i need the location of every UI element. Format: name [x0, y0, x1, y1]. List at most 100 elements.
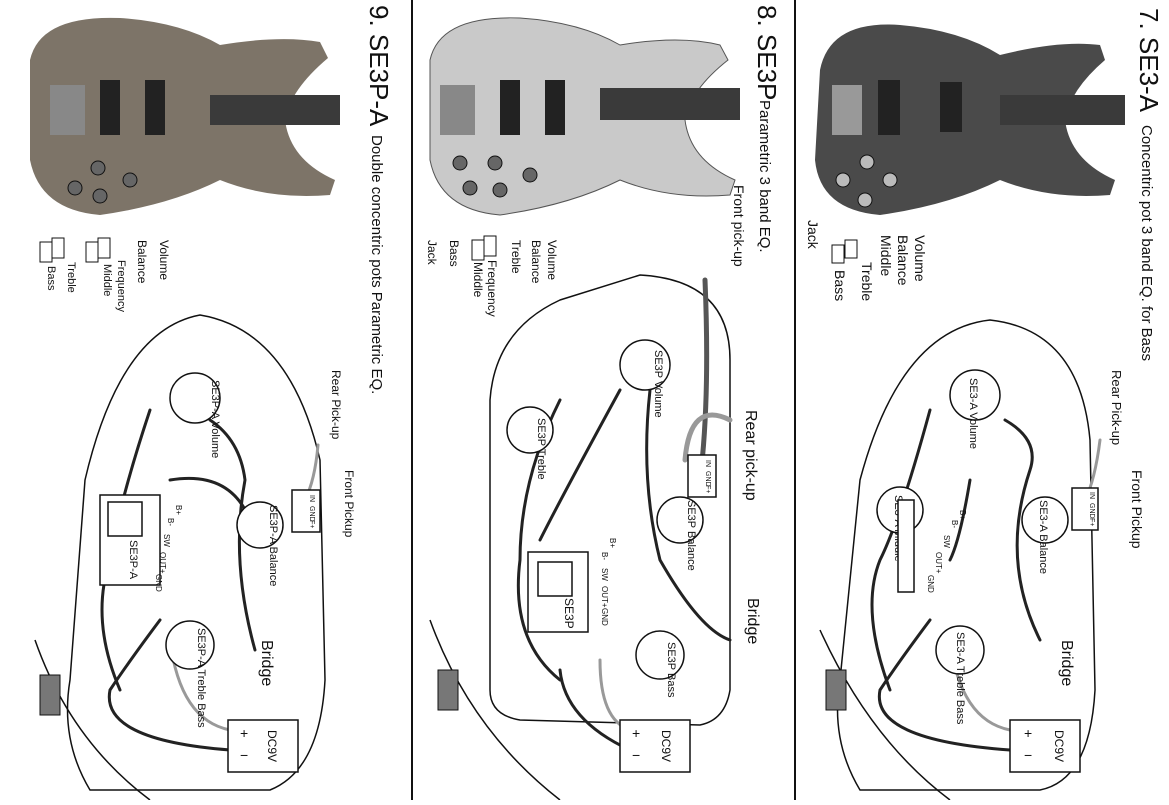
eq-board-label: SE3P	[562, 598, 576, 629]
pickup-pin-label: F+	[704, 485, 711, 493]
knob-legend-icon	[483, 235, 497, 257]
panel-title: 9. SE3P-A	[364, 5, 394, 127]
body-edge	[34, 639, 151, 801]
pot-treble	[506, 406, 554, 454]
knob-legend-icon	[471, 239, 485, 261]
pot-label-balance: SE3P Balance	[685, 500, 697, 571]
knob-icon	[122, 172, 138, 188]
front-pickup-label: Front pick-up	[731, 185, 747, 267]
battery-label: DC9V	[1052, 730, 1066, 762]
battery-label: DC9V	[265, 730, 279, 762]
panel-title: 8. SE3P	[752, 5, 782, 100]
knob-legend-icon	[39, 241, 53, 263]
knob-legend-icon	[97, 237, 111, 259]
pot-volume	[169, 372, 221, 424]
pickup-pin-label: IN	[1088, 492, 1095, 499]
bridge-label: Bridge	[1058, 640, 1075, 686]
control-label-volume: Volume	[157, 240, 171, 280]
body-edge	[819, 629, 951, 801]
pickup-front	[545, 80, 565, 135]
knob-legend-bottom: Middle	[101, 264, 113, 296]
knob-icon	[835, 172, 851, 188]
battery-9v	[1009, 719, 1081, 773]
pot-label-balance: SE3-A Balance	[1037, 500, 1049, 574]
bridge-label: Bridge	[744, 598, 761, 644]
knob-icon	[92, 188, 108, 204]
front-pickup-label: Front Pickup	[342, 470, 356, 538]
battery-plus-icon: +	[240, 725, 248, 741]
knob-icon	[90, 160, 106, 176]
knob-legend-bottom: Bass	[45, 266, 57, 291]
knob-legend-icon	[85, 241, 99, 263]
knob-icon	[857, 192, 873, 208]
pickup-terminal	[291, 489, 321, 533]
control-label-treble: Treble	[509, 240, 523, 274]
board-pin-label: OUT+	[934, 552, 943, 574]
board-pin-label: OUT+	[600, 586, 609, 608]
panel-subtitle: Double concentric pots Parametric EQ.	[368, 135, 385, 394]
knob-legend-icon	[51, 237, 65, 259]
pickup-pin-label: IN	[308, 495, 315, 502]
pickup-terminal	[1071, 487, 1099, 531]
wire	[870, 408, 932, 692]
pickup-rear	[500, 80, 520, 135]
board-pin-label: GND	[600, 608, 609, 626]
pot-label-treble-bass: SE3-A Treble Bass	[954, 632, 966, 725]
pot-label-bass: SE3P Bass	[665, 642, 677, 698]
pot-volume	[949, 369, 1001, 421]
board-pin-label: B-	[166, 518, 175, 526]
bass-neck	[1000, 95, 1125, 125]
knob-icon	[487, 155, 503, 171]
board-pin-label: SW	[942, 535, 951, 548]
control-label-jack: Jack	[805, 220, 821, 250]
bass-neck	[600, 88, 740, 120]
output-jack	[437, 669, 459, 711]
pot-balance	[1021, 496, 1069, 544]
knob-legend-bottom: Bass	[832, 270, 848, 301]
board-pin-label: GND	[926, 575, 935, 593]
bass-neck	[210, 95, 340, 125]
bridge-hardware	[832, 85, 862, 135]
pot-treble-bass	[935, 625, 985, 675]
control-label-volume: Volume	[912, 235, 928, 282]
rear-pickup-wire	[682, 412, 733, 463]
pickup-rear	[100, 80, 120, 135]
wire	[645, 388, 732, 642]
pot-bass	[635, 630, 685, 680]
pot-label-volume: SE3P Volume	[652, 350, 664, 418]
panel-subtitle: Parametric 3 band EQ.	[756, 100, 773, 253]
control-label-jack: Jack	[425, 240, 439, 266]
knob-legend-bottom: Middle	[471, 262, 485, 298]
wire	[538, 388, 622, 542]
battery-plus-icon: +	[632, 725, 640, 741]
body-edge	[429, 619, 561, 801]
eq-board-pins	[897, 499, 915, 593]
knob-icon	[522, 167, 538, 183]
pickup-pin-label: GND	[1088, 503, 1095, 519]
bridge-hardware	[440, 85, 475, 135]
pot-treble-bass	[165, 620, 215, 670]
front-pickup-wire	[697, 277, 710, 483]
battery-label: DC9V	[659, 730, 673, 762]
panel-subtitle: Concentric pot 3 band EQ. for Bass	[1138, 125, 1155, 361]
control-label-balance: Balance	[135, 240, 149, 284]
knob-legend-icon	[844, 239, 858, 259]
battery-minus-icon: −	[632, 747, 640, 763]
control-label-bass: Bass	[447, 240, 461, 267]
bass-guitar-body	[30, 17, 340, 215]
knob-icon	[67, 180, 83, 196]
knob-icon	[462, 180, 478, 196]
board-pin-label: B-	[950, 520, 959, 528]
wire	[107, 618, 232, 752]
bridge-hardware	[50, 85, 85, 135]
board-pin-label: B+	[174, 505, 183, 515]
pickup-pin-label: GND	[704, 471, 711, 487]
control-label-middle: Middle	[878, 235, 894, 276]
control-label-balance: Balance	[895, 235, 911, 286]
pot-label-treble: SE3P Treble	[535, 418, 547, 480]
pot-balance	[656, 496, 704, 544]
board-pin-label: OUT+	[158, 552, 167, 574]
output-jack	[39, 674, 61, 716]
control-cavity-outline	[489, 274, 731, 726]
